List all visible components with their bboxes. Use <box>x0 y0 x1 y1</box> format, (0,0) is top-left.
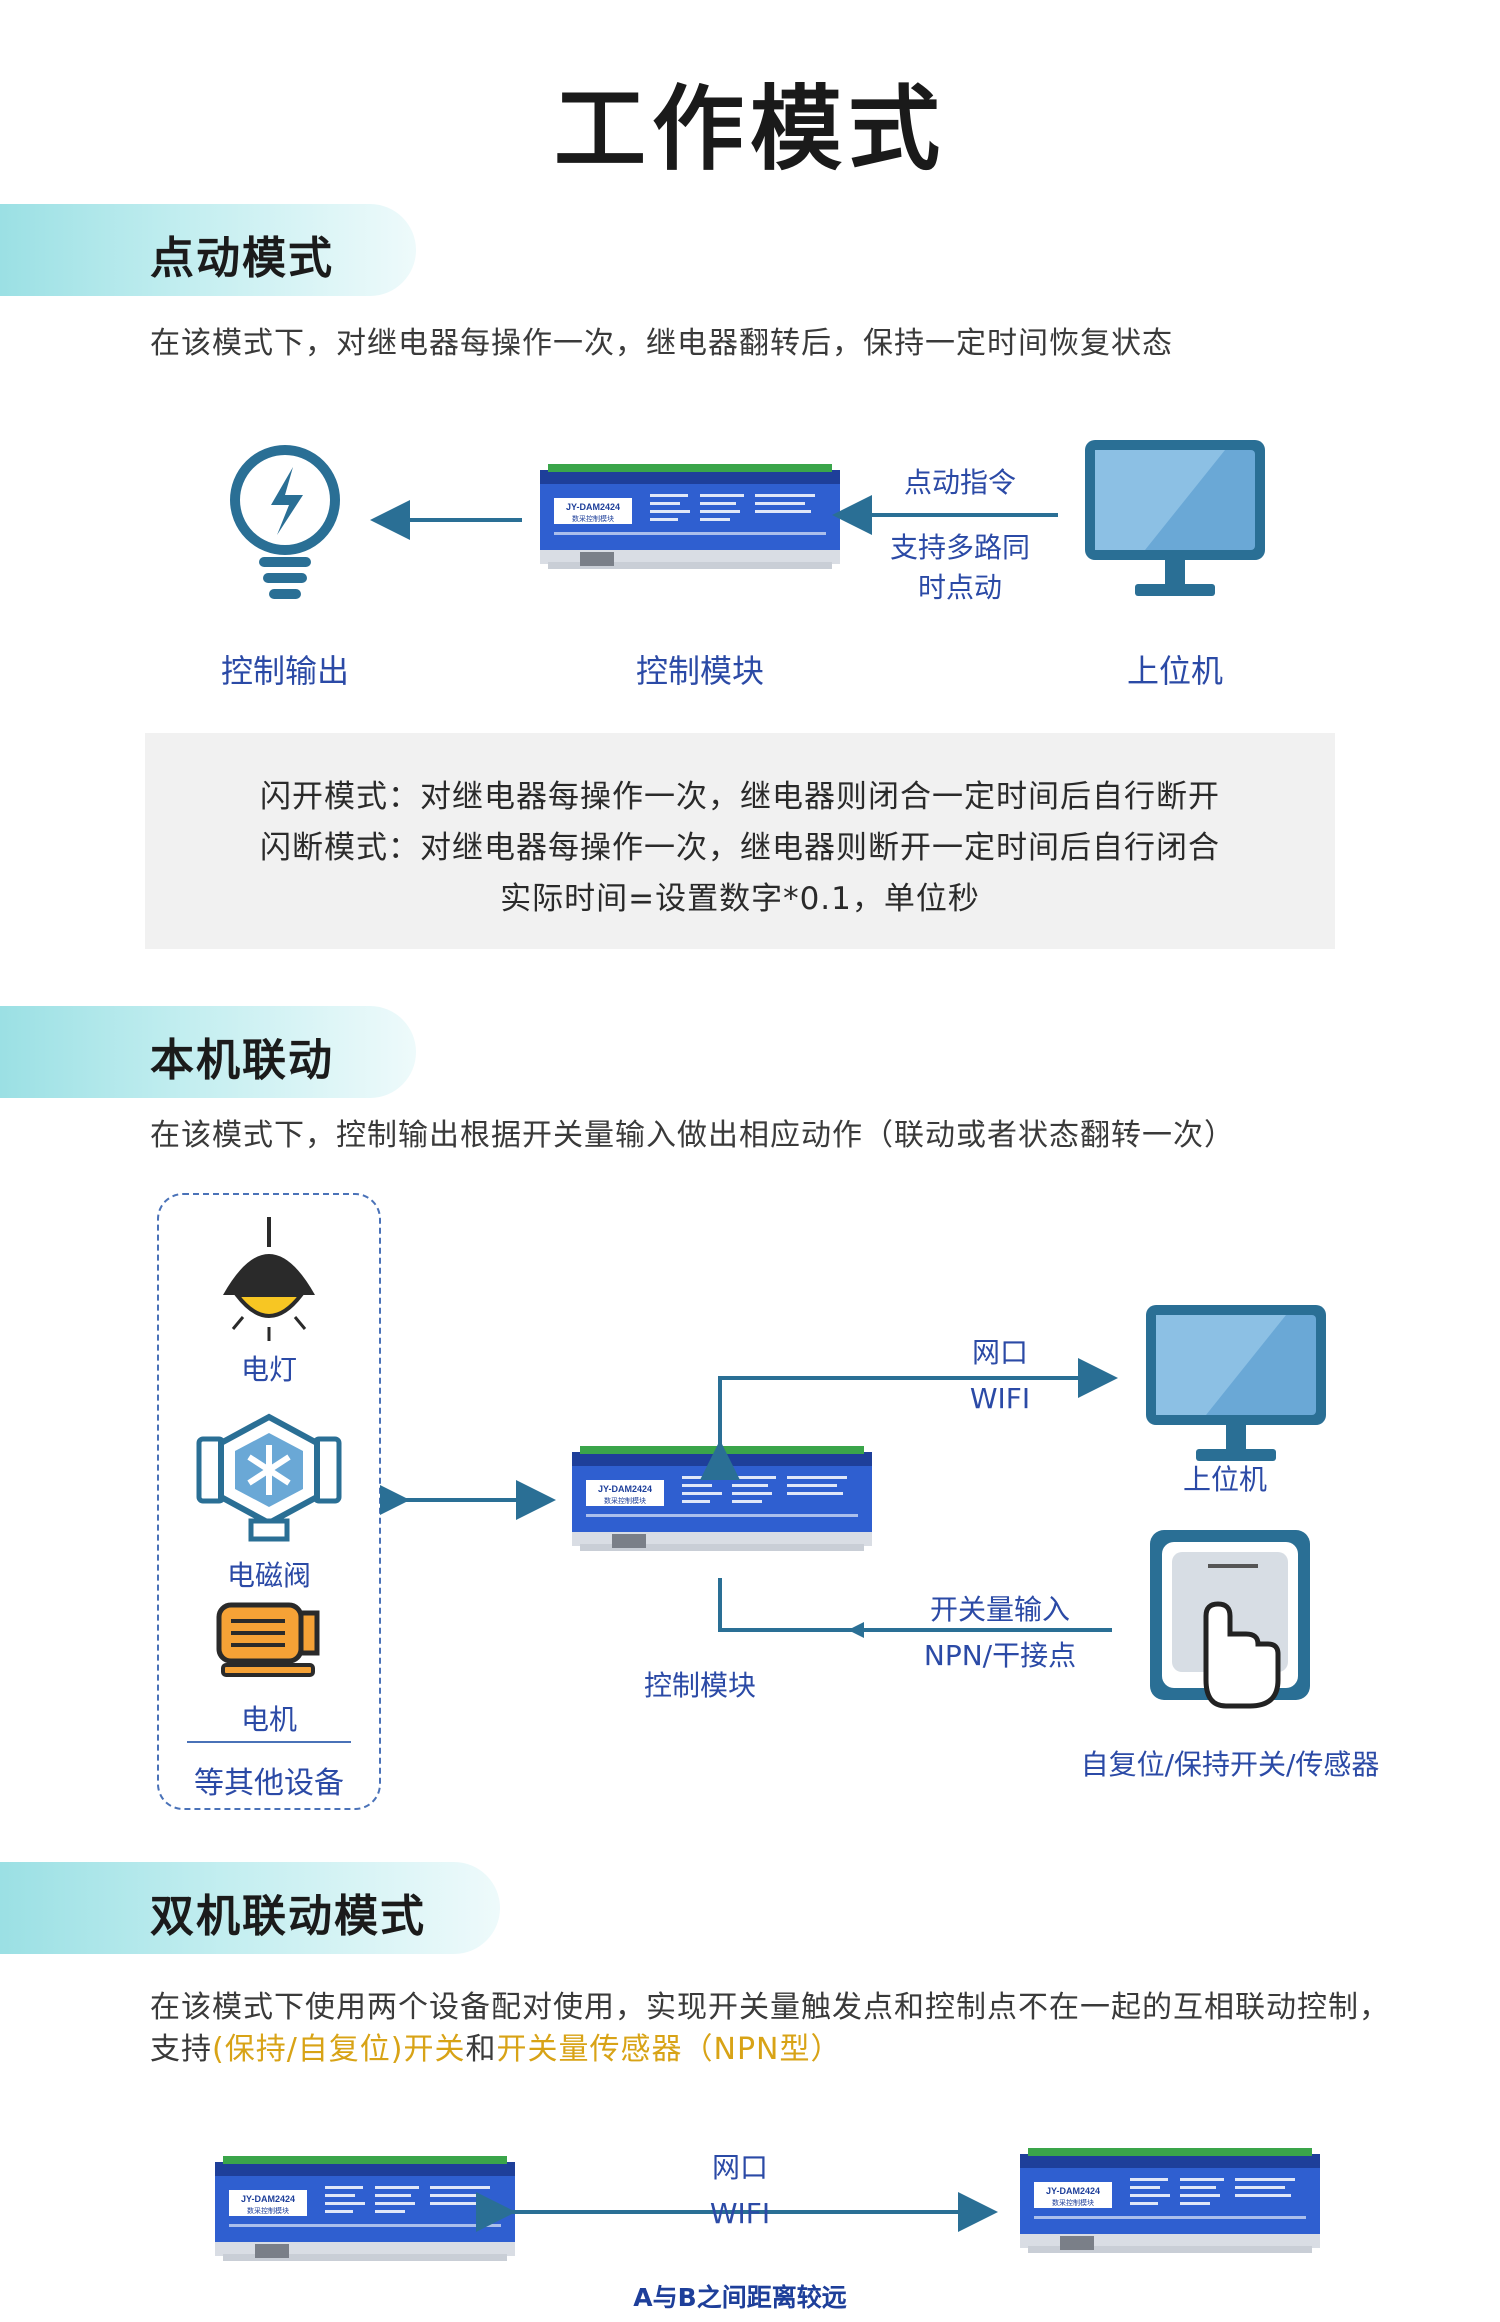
section-header-dual: 双机联动模式 <box>0 1862 500 1954</box>
section-title-jog: 点动模式 <box>150 233 334 284</box>
device-motor-label: 电机 <box>240 1703 297 1736</box>
output-label: 控制输出 <box>220 652 349 690</box>
module-b-image <box>1020 2148 1320 2253</box>
device-valve-label: 电磁阀 <box>226 1559 311 1592</box>
module-a-image <box>215 2156 515 2261</box>
dual-description-line1: 在该模式下使用两个设备配对使用，实现开关量触发点和控制点不在一起的互相联动控制， <box>150 1990 1390 2025</box>
jog-diagram <box>230 440 1265 599</box>
motor-icon <box>216 1602 320 1677</box>
jog-notes-box: 闪开模式：对继电器每操作一次，继电器则闭合一定时间后自行断开 闪断模式：对继电器… <box>145 733 1335 949</box>
local-net-bottom: WIFI <box>969 1382 1031 1415</box>
local-description: 在该模式下，控制输出根据开关量输入做出相应动作（联动或者状态翻转一次） <box>150 1118 1235 1153</box>
monitor-icon <box>1146 1305 1326 1461</box>
monitor-icon <box>1085 440 1265 596</box>
local-switch-bottom: NPN/干接点 <box>923 1639 1077 1672</box>
arrow-network <box>700 1358 1118 1480</box>
local-switch-top: 开关量输入 <box>929 1593 1070 1626</box>
local-switch-label: 自复位/保持开关/传感器 <box>1080 1748 1380 1781</box>
section-title-local: 本机联动 <box>150 1035 334 1086</box>
section-header-local: 本机联动 <box>0 1006 416 1098</box>
jog-multi-label-2: 时点动 <box>917 571 1002 604</box>
device-lamp-label: 电灯 <box>240 1353 297 1386</box>
local-host-label: 上位机 <box>1182 1463 1267 1496</box>
switch-icon <box>1150 1530 1310 1709</box>
device-other-label: 等其他设备 <box>194 1766 344 1801</box>
host-label: 上位机 <box>1126 652 1223 690</box>
dual-desc-hl2: 开关量传感器（NPN型） <box>496 2032 842 2067</box>
arrow-switch <box>718 1578 1112 1632</box>
note-flash-open: 闪开模式：对继电器每操作一次，继电器则闭合一定时间后自行断开 <box>260 779 1220 815</box>
jog-description: 在该模式下，对继电器每操作一次，继电器翻转后，保持一定时间恢复状态 <box>150 326 1173 361</box>
section-header-jog: 点动模式 <box>0 204 416 296</box>
lamp-icon <box>223 1217 315 1341</box>
dual-diagram <box>215 2148 1320 2261</box>
valve-icon <box>196 1413 342 1542</box>
bulb-icon <box>230 445 340 599</box>
dual-net-top: 网口 <box>711 2151 768 2184</box>
local-module-label: 控制模块 <box>643 1669 756 1702</box>
devices-box: 电灯 电磁阀 电机 等其他设备 <box>157 1193 381 1810</box>
module-label: 控制模块 <box>635 652 764 690</box>
dual-desc-prefix: 支持 <box>150 2032 212 2067</box>
note-flash-close: 闪断模式：对继电器每操作一次，继电器则断开一定时间后自行闭合 <box>260 830 1220 866</box>
control-module-image <box>540 464 840 569</box>
dual-desc-hl1: (保持/自复位)开关 <box>212 2032 466 2067</box>
dual-description-line2: 支持(保持/自复位)开关和开关量传感器（NPN型） <box>150 2024 842 2068</box>
page-title: 工作模式 <box>553 76 946 183</box>
jog-command-label: 点动指令 <box>903 466 1016 499</box>
local-diagram <box>380 1305 1326 1709</box>
local-net-top: 网口 <box>971 1336 1028 1369</box>
jog-multi-label-1: 支持多路同 <box>889 531 1030 564</box>
section-title-dual: 双机联动模式 <box>150 1891 426 1942</box>
dual-distance-note: A与B之间距离较远 <box>633 2283 847 2312</box>
control-module-image <box>572 1446 872 1551</box>
note-time-unit: 实际时间=设置数字*0.1，单位秒 <box>500 881 980 917</box>
dual-desc-mid: 和 <box>465 2032 497 2067</box>
dual-net-bottom: WIFI <box>709 2197 771 2230</box>
